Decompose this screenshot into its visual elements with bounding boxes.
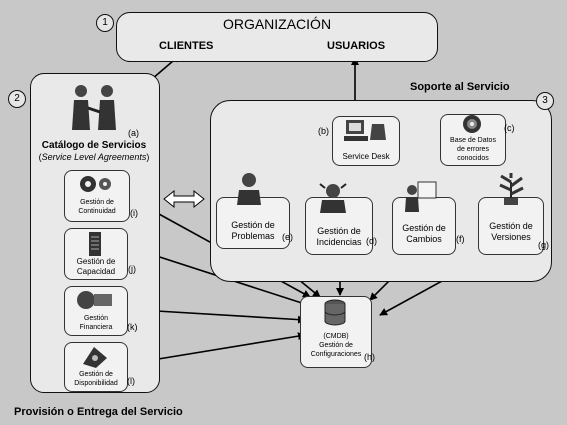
known-errors-line1: Base de Datos: [450, 137, 496, 144]
cmdb-tag: (h): [364, 352, 375, 362]
arrow-financial-cmdb: [139, 306, 306, 324]
alarm-person-icon: [319, 183, 347, 213]
users-label: USUARIOS: [327, 40, 386, 52]
availability-tag: (l): [127, 376, 135, 386]
provision-footer: Provisión o Entrega del Servicio: [14, 406, 183, 418]
continuity-box: Gestión de Continuidad: [64, 170, 130, 222]
problems-line2: Problemas: [231, 231, 275, 241]
problems-tag: (e): [282, 232, 293, 242]
clients-label: CLIENTES: [159, 40, 214, 52]
cmdb-line3: Configuraciones: [310, 351, 362, 358]
catalog-title: Catálogo de Servicios: [41, 140, 147, 151]
continuity-line1: Gestión de: [80, 199, 114, 206]
server-icon: [89, 232, 101, 256]
known-errors-line2: de errores: [457, 146, 489, 153]
incidents-tag: (d): [366, 236, 377, 246]
organization-title: ORGANIZACIÓN: [222, 16, 332, 32]
known-errors-line3: conocidos: [457, 155, 489, 162]
versions-tag: (g): [538, 240, 549, 250]
capacity-tag: (j): [128, 264, 136, 274]
capacity-box: Gestión de Capacidad: [64, 228, 128, 280]
service-desk-label: Service Desk: [342, 152, 390, 161]
cmdb-line1: (CMDB): [323, 333, 349, 340]
versions-line1: Gestión de: [489, 221, 533, 231]
known-errors-tag: (c): [504, 123, 515, 133]
plant-icon: [499, 173, 524, 205]
presenter-icon: [405, 181, 437, 212]
phone-icon: [83, 347, 107, 368]
money-icon: [77, 291, 112, 309]
continuity-line2: Continuidad: [78, 208, 116, 215]
financial-line2: Financiera: [79, 324, 113, 331]
availability-line1: Gestión de: [79, 371, 113, 378]
computer-icon: [344, 120, 386, 141]
support-title: Soporte al Servicio: [410, 81, 510, 93]
catalog-tag: (a): [128, 128, 139, 138]
availability-line2: Disponibilidad: [74, 380, 118, 387]
catalog-sla-text: Service Level Agreements: [41, 152, 147, 162]
number-badge-1: 1: [96, 14, 114, 32]
continuity-tag: (i): [130, 208, 138, 218]
problems-box: Gestión de Problemas: [216, 197, 290, 249]
thinking-person-icon: [237, 173, 261, 205]
financial-tag: (k): [127, 322, 138, 332]
versions-line2: Versiones: [491, 232, 531, 242]
incidents-line1: Gestión de: [317, 226, 361, 236]
database-icon: [324, 299, 346, 326]
changes-box: Gestión de Cambios: [392, 197, 456, 255]
service-desk-tag: (b): [318, 126, 329, 136]
disc-icon: [463, 115, 481, 133]
changes-line2: Cambios: [406, 234, 442, 244]
problems-line1: Gestión de: [231, 220, 275, 230]
cmdb-line2: Gestión de: [319, 342, 353, 349]
double-arrow-panels: [163, 189, 205, 209]
handshake-icon: [72, 85, 116, 130]
capacity-line1: Gestión de: [76, 257, 116, 266]
catalog-subtitle: (Service Level Agreements): [38, 152, 150, 162]
organization-box: ORGANIZACIÓN CLIENTES USUARIOS: [116, 12, 438, 62]
arrow-availability-cmdb: [139, 332, 306, 365]
changes-line1: Gestión de: [402, 223, 446, 233]
capacity-line2: Capacidad: [76, 267, 116, 276]
changes-tag: (f): [456, 234, 465, 244]
gears-icon: [80, 176, 111, 192]
service-desk-box: Service Desk: [332, 116, 400, 166]
number-badge-3: 3: [536, 92, 554, 110]
financial-line1: Gestión: [83, 315, 109, 322]
versions-box: Gestión de Versiones: [478, 197, 544, 255]
number-badge-2: 2: [8, 90, 26, 108]
incidents-line2: Incidencias: [316, 237, 362, 247]
